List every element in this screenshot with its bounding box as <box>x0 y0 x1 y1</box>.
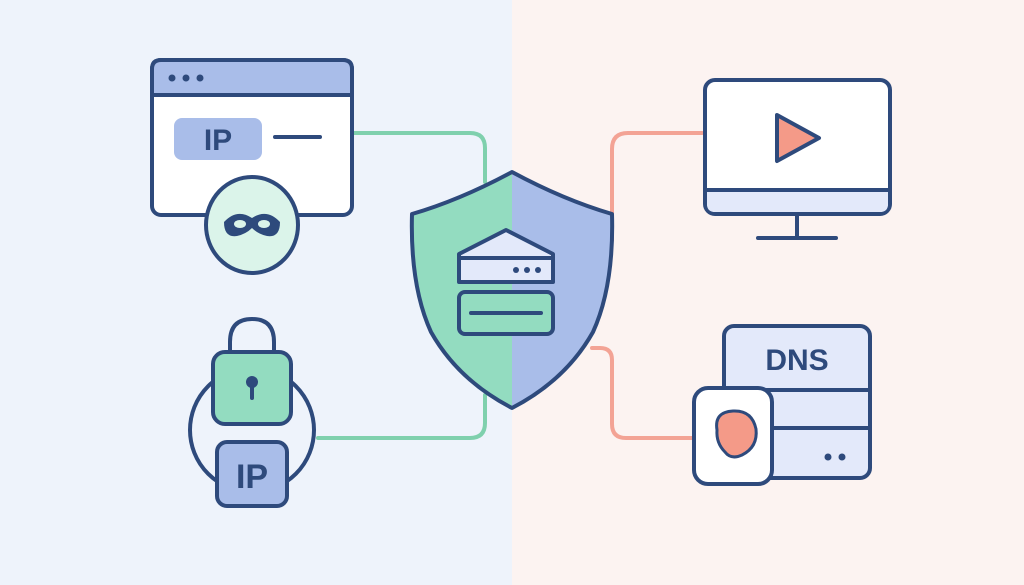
lock-ip-label: IP <box>236 458 268 496</box>
connector-dns <box>590 346 696 440</box>
monitor-icon <box>703 78 892 240</box>
lock-ip-badge: IP <box>215 440 289 508</box>
play-icon <box>775 113 821 163</box>
blocked-blob-icon <box>692 386 774 486</box>
browser-ip-pill: IP <box>174 118 262 160</box>
dns-label: DNS <box>765 344 828 377</box>
connector-monitor <box>610 131 704 242</box>
connector-browser <box>350 131 487 184</box>
browser-ip-label: IP <box>204 124 232 157</box>
padlock-icon: IP <box>188 316 316 508</box>
connector-lock <box>316 393 487 440</box>
vpn-shield-icon <box>409 170 615 410</box>
server-icon <box>457 228 555 336</box>
browser-window-icon: IP <box>150 58 354 217</box>
incognito-mask-icon <box>204 175 300 275</box>
